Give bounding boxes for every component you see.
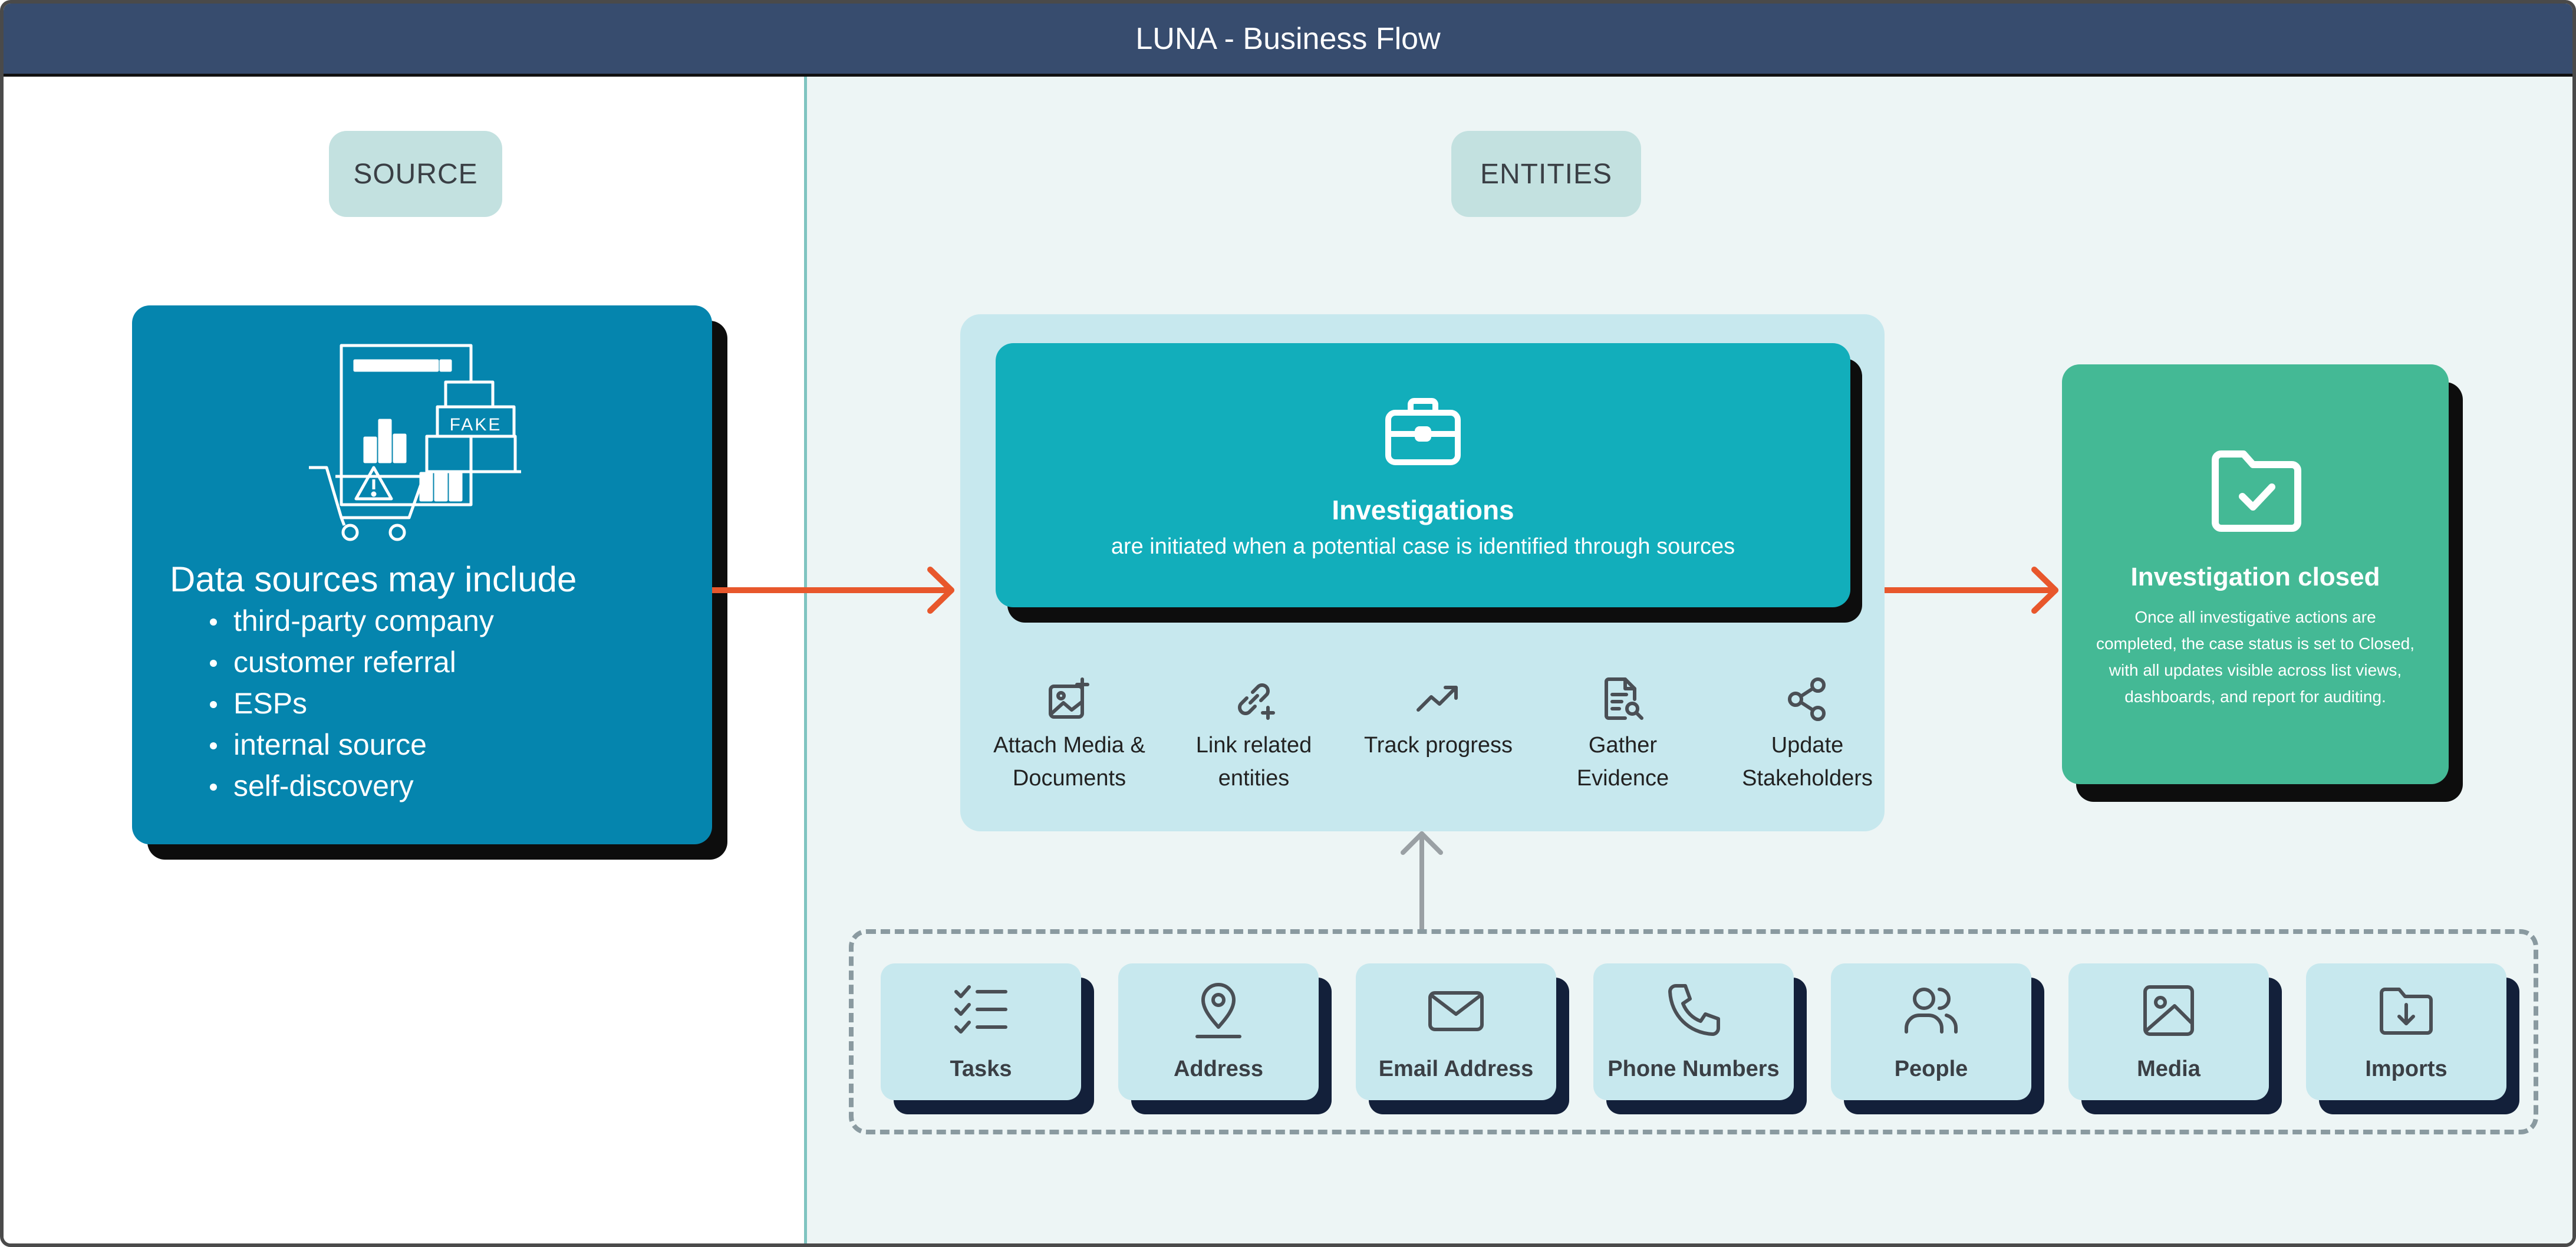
investigation-actions: Attach Media & Documents Link related en… [960, 676, 1885, 805]
source-list: third-party company customer referral ES… [193, 600, 494, 807]
checklist-icon [954, 985, 1007, 1034]
briefcase-icon [1385, 398, 1461, 465]
source-list-item: internal source [210, 724, 494, 765]
investigation-closed-card: Investigation closed Once all investigat… [2062, 364, 2463, 802]
people-icon [1905, 988, 1958, 1034]
source-card: FAKE Data sources may include third-part… [132, 305, 727, 860]
entity-card-face: Imports [2306, 963, 2506, 1100]
envelope-icon [1428, 991, 1484, 1031]
source-section-label: SOURCE [329, 131, 502, 217]
action-label: Documents [1012, 766, 1126, 791]
source-list-item: customer referral [210, 641, 494, 683]
entities-section-label-text: ENTITIES [1480, 158, 1613, 190]
closed-description-line: completed, the case status is set to Clo… [2096, 634, 2415, 653]
trend-up-icon [1417, 686, 1458, 712]
closed-description-line: with all updates visible across list vie… [2109, 661, 2402, 679]
action-label: Evidence [1576, 766, 1669, 791]
action-label: Link related [1195, 733, 1312, 758]
investigations-subtitle: are initiated when a potential case is i… [1111, 534, 1735, 559]
link-plus-icon [1238, 683, 1275, 720]
entity-label: Phone Numbers [1607, 1057, 1780, 1081]
arrow-up-icon [1401, 831, 1443, 930]
action-label: Gather [1588, 733, 1658, 758]
arrow-right-icon [712, 567, 954, 614]
action-label: Attach Media & [993, 733, 1145, 758]
source-list-item: third-party company [210, 600, 494, 641]
closed-card-face: Investigation closed Once all investigat… [2062, 364, 2449, 784]
map-pin-icon [1195, 983, 1241, 1038]
entity-card-face: People [1831, 963, 2031, 1100]
folder-check-icon [2212, 450, 2301, 532]
entity-card-face: Media [2068, 963, 2269, 1100]
fraud-shopping-illustration-icon: FAKE [309, 344, 521, 541]
closed-description-line: dashboards, and report for auditing. [2124, 687, 2386, 706]
source-heading: Data sources may include [170, 560, 577, 599]
title-bar: LUNA - Business Flow [4, 4, 2572, 77]
action-label: entities [1218, 766, 1290, 791]
action-update-stakeholders: Update Stakeholders [1719, 676, 1896, 795]
investigations-title: Investigations [1332, 495, 1514, 525]
share-icon [1788, 677, 1826, 721]
image-icon [2143, 985, 2194, 1036]
phone-icon [1668, 984, 1720, 1036]
document-search-icon [1605, 677, 1643, 720]
source-section-label-text: SOURCE [353, 158, 478, 190]
entity-card-face: Address [1118, 963, 1319, 1100]
entity-card-face: Tasks [881, 963, 1081, 1100]
entity-card-tasks[interactable]: Tasks [881, 963, 1094, 1114]
entities-section-label: ENTITIES [1451, 131, 1641, 217]
action-label: Track progress [1364, 733, 1513, 758]
action-link-entities: Link related entities [1165, 676, 1342, 795]
image-plus-icon [1049, 677, 1089, 719]
entity-label: Media [2137, 1057, 2201, 1081]
entity-card-phone-numbers[interactable]: Phone Numbers [1593, 963, 1807, 1114]
action-label: Update [1771, 733, 1844, 758]
entity-card-face: Phone Numbers [1593, 963, 1794, 1100]
investigations-card: Investigations are initiated when a pote… [996, 343, 1862, 623]
entity-card-people[interactable]: People [1831, 963, 2044, 1114]
entity-label: People [1894, 1057, 1968, 1081]
entity-label: Tasks [950, 1057, 1012, 1081]
entity-card-media[interactable]: Media [2068, 963, 2282, 1114]
action-track-progress: Track progress [1350, 676, 1527, 762]
entities-group [849, 929, 2538, 1134]
closed-title: Investigation closed [2130, 562, 2380, 591]
entity-label: Email Address [1378, 1057, 1534, 1081]
action-label: Stakeholders [1742, 766, 1873, 791]
entity-card-face: Email Address [1356, 963, 1556, 1100]
source-list-item: ESPs [210, 683, 494, 724]
action-gather-evidence: Gather Evidence [1534, 676, 1711, 795]
window-title: LUNA - Business Flow [1135, 21, 1441, 56]
closed-description: Once all investigative actions are compl… [2062, 604, 2449, 710]
svg-text:FAKE: FAKE [450, 415, 502, 435]
source-list-item: self-discovery [210, 765, 494, 807]
entity-card-address[interactable]: Address [1118, 963, 1332, 1114]
entity-label: Address [1173, 1057, 1264, 1081]
arrow-right-icon [1885, 567, 2058, 614]
action-attach-media: Attach Media & Documents [981, 676, 1158, 795]
entity-card-imports[interactable]: Imports [2306, 963, 2519, 1114]
investigations-card-face: Investigations are initiated when a pote… [996, 343, 1850, 607]
source-card-face: FAKE Data sources may include third-part… [132, 305, 712, 844]
entity-label: Imports [2365, 1057, 2447, 1081]
closed-description-line: Once all investigative actions are [2134, 608, 2376, 626]
entity-card-email-address[interactable]: Email Address [1356, 963, 1569, 1114]
folder-download-icon [2380, 988, 2433, 1035]
